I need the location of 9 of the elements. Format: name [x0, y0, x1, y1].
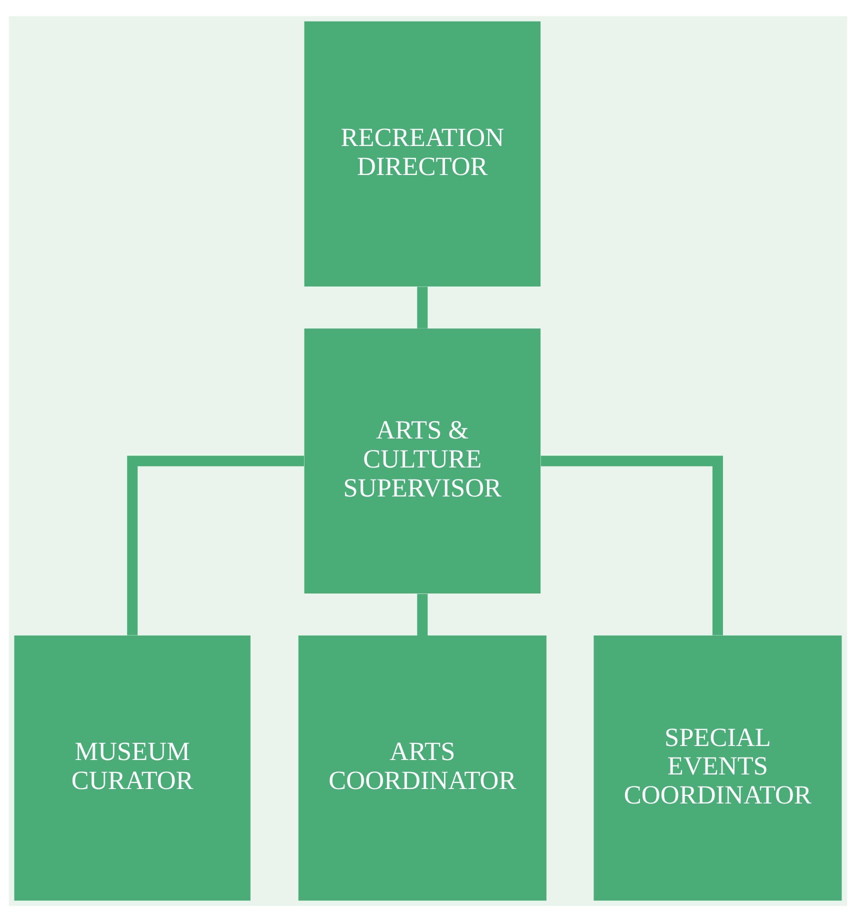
node-box: RECREATION DIRECTOR: [304, 20, 540, 286]
node-box: ARTS & CULTURE SUPERVISOR: [304, 328, 540, 594]
connector: [126, 455, 304, 635]
connector: [540, 455, 722, 635]
node-box: SPECIAL EVENTS COORDINATOR: [593, 635, 842, 900]
node-box: MUSEUM CURATOR: [14, 635, 250, 900]
connector: [416, 286, 428, 328]
connector: [416, 593, 428, 635]
node-box: ARTS COORDINATOR: [298, 635, 546, 900]
